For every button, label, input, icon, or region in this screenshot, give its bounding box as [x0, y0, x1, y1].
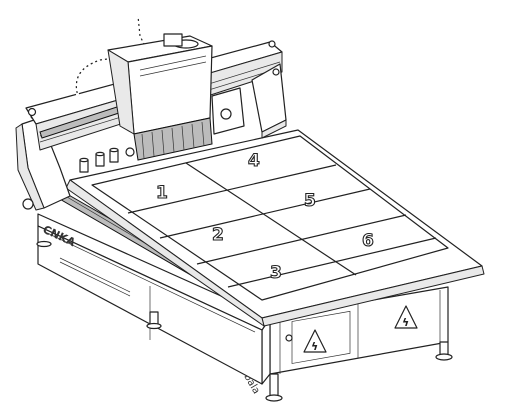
high-voltage-warning-icon-2: ϟ: [394, 305, 418, 329]
reference-pins: [79, 147, 135, 173]
zone-label-5: 5: [304, 191, 316, 211]
base-cabinet: ϟ ϟ bala: [241, 286, 453, 402]
zone-label-6: 6: [362, 231, 374, 251]
high-voltage-warning-icon: ϟ: [303, 329, 327, 353]
base-frame: CNKA: [36, 213, 271, 385]
svg-text:ϟ: ϟ: [402, 316, 409, 329]
vacuum-table: 1 2 3 4 5 6: [65, 129, 485, 327]
zone-label-1: 1: [156, 183, 168, 203]
zone-label-2: 2: [212, 225, 224, 245]
zone-label-4: 4: [248, 151, 260, 171]
zone-label-3: 3: [270, 263, 282, 283]
gantry-right-plate: [251, 63, 287, 139]
spindle-head: [107, 33, 245, 161]
svg-text:ϟ: ϟ: [311, 340, 318, 353]
